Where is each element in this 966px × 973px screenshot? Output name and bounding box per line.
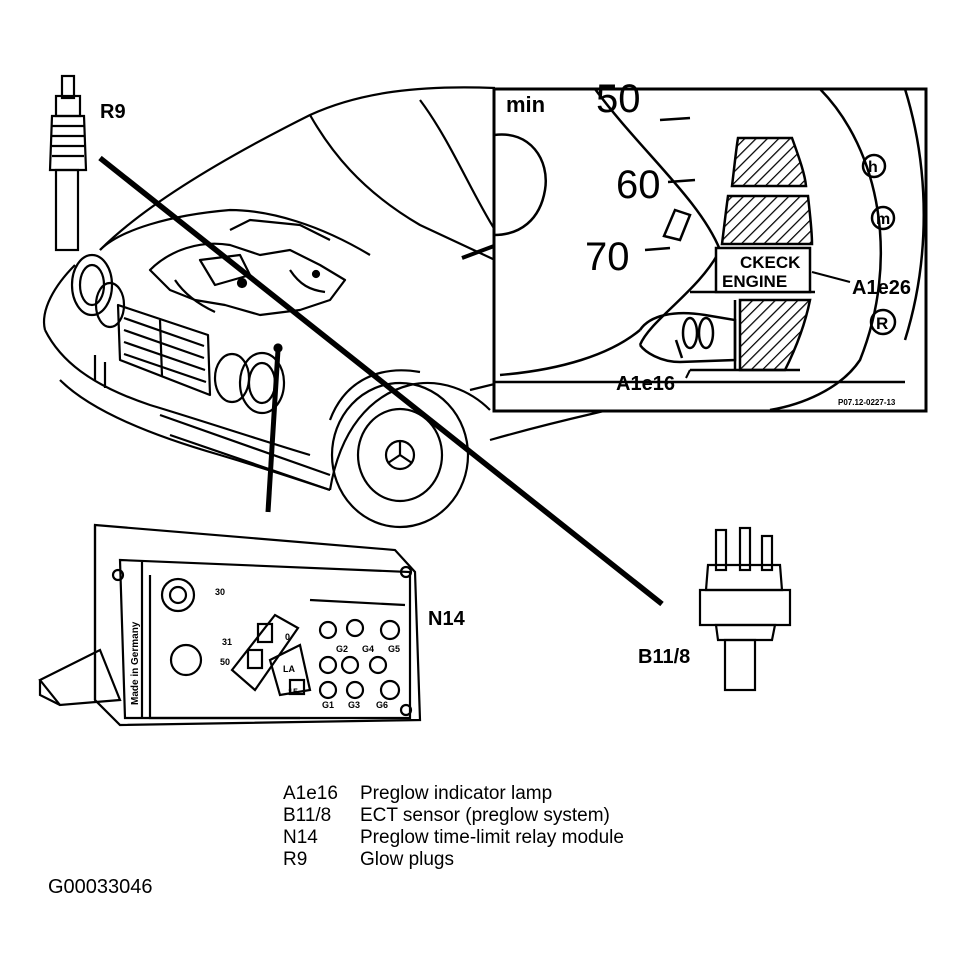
check-engine-line1: CKECK (740, 253, 801, 272)
terminal-g6: G6 (376, 700, 388, 710)
indicator-letter-m: m (876, 211, 890, 228)
terminal-la: LA (283, 664, 295, 674)
terminal-50: 50 (220, 657, 230, 667)
legend-row: B11/8 ECT sensor (preglow system) (283, 805, 624, 827)
indicator-letter-r: R (876, 314, 888, 333)
made-in-germany-marking: Made in Germany (130, 621, 141, 705)
legend-row: R9 Glow plugs (283, 849, 624, 871)
legend-code: N14 (283, 827, 318, 848)
legend-description: ECT sensor (preglow system) (360, 805, 610, 826)
callout-a1e26: A1e26 (852, 277, 911, 299)
callout-n14: N14 (428, 608, 466, 630)
legend-description: Preglow time-limit relay module (360, 827, 624, 848)
terminal-g4: G4 (362, 644, 374, 654)
leader-lines (98, 155, 664, 607)
callout-b11-8: B11/8 (638, 646, 690, 668)
terminal-0: 0 (285, 632, 290, 642)
terminal-31: 31 (222, 637, 232, 647)
terminal-g3: G3 (348, 700, 360, 710)
legend-row: N14 Preglow time-limit relay module (283, 827, 624, 849)
legend-code: R9 (283, 849, 308, 870)
legend-code: B11/8 (283, 805, 332, 826)
terminal-g2: G2 (336, 644, 348, 654)
terminal-30: 30 (215, 587, 225, 597)
terminal-g1: G1 (322, 700, 334, 710)
legend-description: Glow plugs (360, 849, 454, 870)
callout-a1e16: A1e16 (616, 373, 675, 395)
terminal-15: 15 (288, 687, 298, 697)
relay-module-markings: 30 31 50 0 LA 15 G2 G4 G5 G1 G3 G6 Made … (130, 587, 400, 710)
legend-row: A1e16 Preglow indicator lamp (283, 783, 624, 805)
legend-description: Preglow indicator lamp (360, 783, 553, 804)
legend: A1e16 Preglow indicator lamp B11/8 ECT s… (283, 783, 624, 871)
terminal-g5: G5 (388, 644, 400, 654)
scale-50: 50 (596, 77, 641, 121)
relay-module-n14 (38, 523, 422, 727)
glow-plug-r9 (48, 74, 88, 252)
legend-code: A1e16 (283, 783, 338, 804)
scale-70: 70 (585, 235, 630, 279)
indicator-letter-h: h (868, 159, 878, 176)
inset-unit-label: min (506, 92, 545, 117)
check-engine-line2: ENGINE (722, 272, 787, 291)
figure-id: G00033046 (48, 876, 153, 898)
instrument-cluster-inset: min 50 60 70 CKECK ENGINE h m R P07.12-0… (492, 77, 928, 413)
ect-sensor-b11-8 (698, 526, 792, 692)
scale-60: 60 (616, 163, 661, 207)
callout-r9: R9 (100, 101, 126, 123)
inset-reference-number: P07.12-0227-13 (838, 398, 896, 407)
